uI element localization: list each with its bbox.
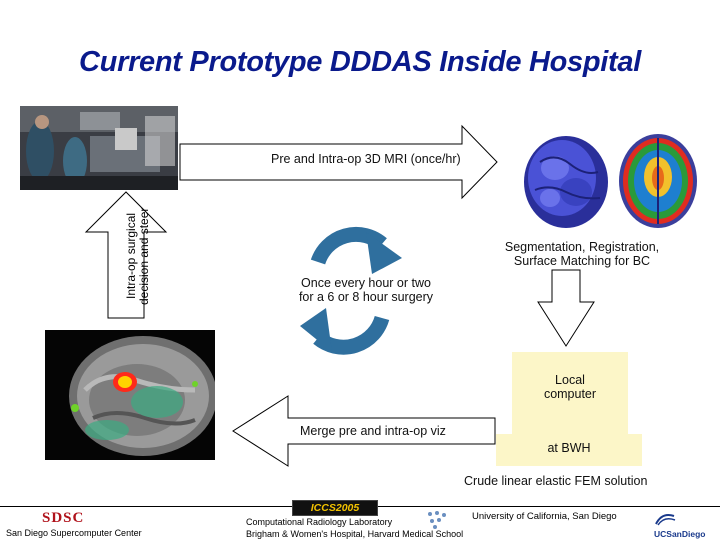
ucsd-logo-icon	[655, 514, 676, 526]
university-name: University of California, San Diego	[472, 511, 617, 522]
segmentation-label-line2: Surface Matching for BC	[513, 254, 651, 268]
local-computer-line1: Local	[555, 373, 585, 387]
left-up-arrow	[84, 191, 168, 319]
cycle-label: Once every hour or two for a 6 or 8 hour…	[282, 276, 450, 304]
local-computer-box	[512, 352, 628, 434]
at-bwh-label: at BWH	[547, 441, 591, 455]
ucsd-logo: UCSanDiego	[654, 512, 716, 539]
crl-logo-icon	[425, 509, 449, 529]
top-right-arrow	[179, 124, 498, 200]
surgery-photo	[20, 106, 178, 190]
bottom-left-arrow	[232, 395, 496, 467]
sdsc-logo-text: SDSC	[42, 510, 85, 526]
cycle-label-line1: Once every hour or two	[301, 276, 431, 290]
left-arrow-label-line2: decision and steer	[137, 207, 151, 305]
segmentation-label: Segmentation, Registration, Surface Matc…	[484, 240, 680, 268]
slide-title: Current Prototype DDDAS Inside Hospital	[79, 46, 641, 78]
conference-badge: ICCS2005	[292, 500, 378, 516]
fem-caption: Crude linear elastic FEM solution	[464, 474, 648, 488]
brain-mri-segmentation-image	[520, 132, 612, 230]
sdsc-name: San Diego Supercomputer Center	[6, 528, 142, 538]
ucsd-logo-text: UCSanDiego	[654, 529, 706, 539]
right-down-arrow	[537, 269, 595, 347]
left-arrow-label-line1: Intra-op surgical	[124, 212, 138, 300]
brain-mri-color-image	[617, 132, 699, 230]
conference-label: ICCS2005	[310, 502, 360, 514]
lab-line2: Brigham & Women's Hospital, Harvard Medi…	[246, 529, 464, 539]
sdsc-logo: SDSC	[42, 510, 84, 527]
cycle-arrow-top-head	[366, 232, 402, 274]
brain-overlay-image	[45, 330, 217, 460]
top-arrow-label: Pre and Intra-op 3D MRI (once/hr)	[271, 152, 461, 166]
cycle-arrow-bottom-head	[300, 308, 332, 352]
segmentation-label-line1: Segmentation, Registration,	[504, 240, 660, 254]
lab-line1: Computational Radiology Laboratory	[246, 517, 393, 527]
left-arrow-label: Intra-op surgical decision and steer	[124, 195, 151, 317]
at-bwh-box	[496, 434, 642, 466]
bottom-arrow-label: Merge pre and intra-op viz	[300, 424, 446, 438]
local-computer-label: Local computer	[512, 373, 628, 401]
local-computer-line2: computer	[543, 387, 597, 401]
cycle-label-line2: for a 6 or 8 hour surgery	[298, 290, 434, 304]
